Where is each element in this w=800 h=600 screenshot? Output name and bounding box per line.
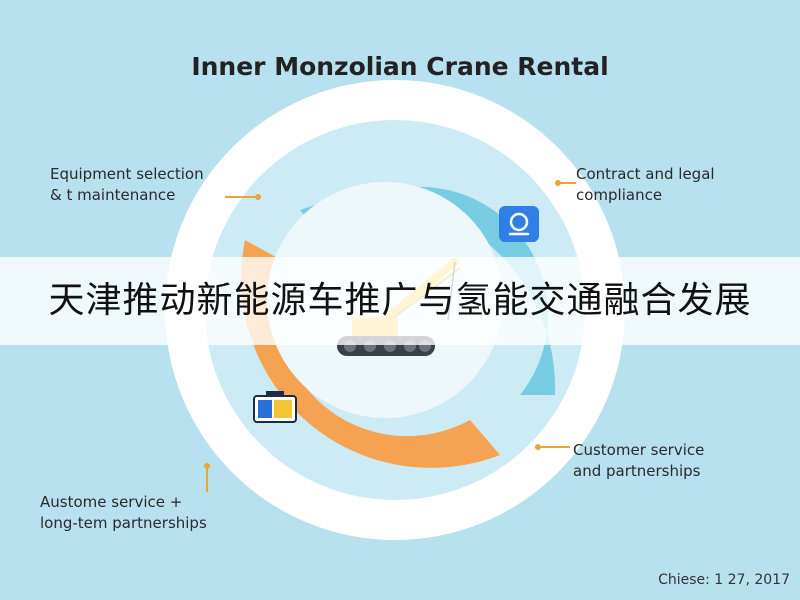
label-equipment-selection: Equipment selection & t maintenance [50, 164, 204, 206]
label-line: Customer service [573, 441, 705, 459]
contract-icon [499, 206, 539, 242]
label-line: compliance [576, 186, 663, 204]
label-line: Contract and legal [576, 165, 715, 183]
connector-bottom-right [535, 444, 570, 450]
connector-bottom-left [204, 463, 210, 492]
label-line: & t maintenance [50, 186, 176, 204]
label-line: Austome service + [40, 493, 183, 511]
label-line: and partnerships [573, 462, 701, 480]
footer-date: Chiese: 1 27, 2017 [658, 572, 790, 588]
label-contract-compliance: Contract and legal compliance [576, 164, 715, 206]
connector-top-right [555, 180, 576, 186]
segment-orange [241, 240, 500, 468]
headline-banner: 天津推动新能源车推广与氢能交通融合发展 [0, 257, 800, 345]
headline-text: 天津推动新能源车推广与氢能交通融合发展 [48, 280, 752, 321]
label-customer-service: Customer service and partnerships [573, 440, 704, 482]
toolbox-icon [253, 391, 297, 423]
segment-blue [300, 186, 556, 395]
label-line: long-tem partnerships [40, 514, 207, 532]
label-line: Equipment selection [50, 165, 204, 183]
connector-top-left [225, 194, 261, 200]
page-title: Inner Monzolian Crane Rental [191, 52, 609, 81]
label-long-term-partnerships: Austome service + long-tem partnerships [40, 492, 207, 534]
